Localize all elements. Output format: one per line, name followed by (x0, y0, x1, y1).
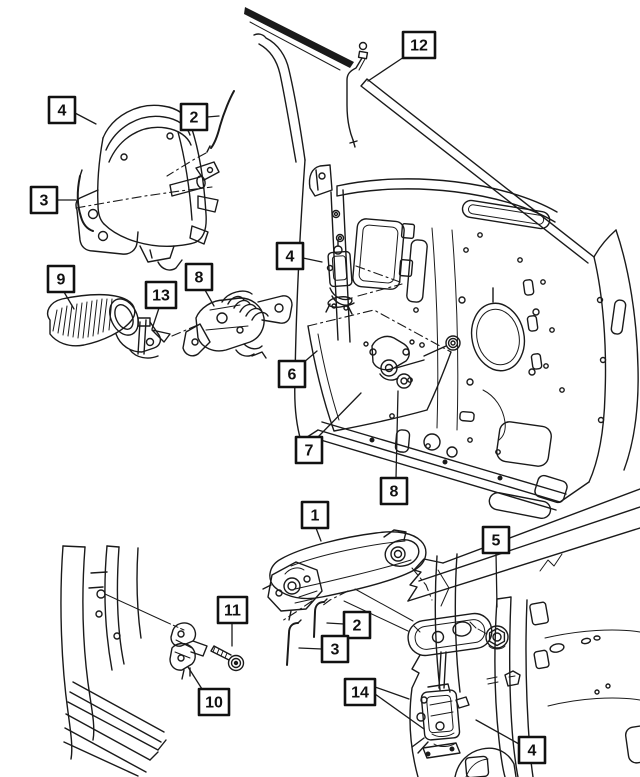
callout-box (343, 677, 377, 707)
callout-box (46, 264, 76, 294)
callout-box (197, 687, 231, 717)
callout-3: 3 (298, 634, 350, 664)
callout-4: 4 (475, 719, 547, 765)
callout-leader-line (395, 390, 399, 479)
callout-number: 6 (288, 367, 297, 384)
callout-8: 8 (379, 390, 409, 506)
callout-box (342, 610, 372, 640)
callout-leader-line (374, 686, 410, 700)
callout-number: 2 (353, 618, 362, 635)
callout-11: 11 (216, 595, 249, 647)
callout-number: 14 (351, 685, 369, 702)
callout-box (481, 525, 511, 555)
callout-leader-line (151, 307, 160, 330)
callout-5: 5 (481, 525, 511, 608)
callout-6: 6 (277, 350, 318, 389)
handle-rod-2-drawing (313, 598, 328, 638)
regulator-mechanism-drawing (363, 335, 461, 389)
callout-box (401, 30, 437, 60)
callout-box (184, 262, 214, 292)
callout-2: 2 (179, 102, 220, 132)
callout-number: 8 (390, 484, 399, 501)
callout-number: 13 (152, 288, 170, 305)
callout-3: 3 (29, 185, 77, 215)
callout-leader-line (315, 527, 322, 542)
callout-number: 8 (195, 270, 204, 287)
callout-leader-line (206, 115, 220, 118)
callout-10: 10 (187, 666, 231, 717)
lower-latch-drawing (411, 651, 470, 759)
callout-box (294, 435, 324, 465)
callout-leader-line (326, 622, 345, 625)
callout-box (517, 735, 547, 765)
callout-number: 7 (305, 443, 314, 460)
callout-box (300, 500, 330, 530)
callout-leader-line (317, 392, 362, 438)
callout-14: 14 (343, 677, 425, 730)
callout-number: 10 (205, 695, 223, 712)
small-latch-spring-drawing (182, 290, 293, 359)
callout-7: 7 (294, 392, 362, 465)
callout-number: 3 (40, 193, 49, 210)
callout-number: 11 (224, 603, 241, 620)
door-shell-drawing (244, 7, 639, 519)
callout-number: 4 (528, 743, 537, 760)
callout-number: 4 (58, 103, 67, 120)
callout-box (29, 185, 59, 215)
callout-box (320, 634, 350, 664)
door-latch-assembly-drawing (75, 104, 220, 271)
callout-leader-line (495, 552, 498, 608)
callout-box (379, 476, 409, 506)
callout-9: 9 (46, 264, 76, 310)
lock-rod-3-drawing (75, 169, 213, 232)
callout-box (275, 241, 305, 271)
callout-8: 8 (184, 262, 215, 307)
callout-number: 9 (57, 272, 66, 289)
check-bolt-drawing (210, 645, 245, 672)
callout-number: 5 (492, 533, 501, 550)
body-pillar-drawing (60, 545, 185, 777)
watershield-drawing (307, 309, 452, 432)
door-latch-installed-drawing (325, 239, 403, 315)
callout-box (144, 280, 178, 310)
door-outer-panel-drawing (407, 488, 640, 777)
callout-1: 1 (300, 500, 330, 542)
callout-number: 2 (190, 110, 199, 127)
callout-4: 4 (275, 241, 323, 271)
callout-13: 13 (144, 280, 178, 330)
callout-number: 3 (331, 642, 340, 659)
callout-leader-line (187, 666, 203, 690)
lock-button-rod-drawing (346, 41, 369, 148)
callout-leader-line (63, 291, 75, 310)
callout-box (47, 95, 77, 125)
callout-leader-line (475, 719, 520, 745)
callout-leader-line (302, 257, 323, 263)
callout-leader-line (74, 112, 97, 125)
handle-rod-3-drawing (286, 619, 302, 666)
callout-number: 1 (311, 508, 320, 525)
callout-box (179, 102, 209, 132)
callout-2: 2 (326, 610, 372, 640)
callout-4: 4 (47, 95, 97, 125)
callout-number: 4 (286, 249, 295, 266)
interior-handle-drawing (46, 293, 162, 353)
callout-12: 12 (367, 30, 437, 82)
callout-box (216, 595, 249, 625)
lock-rod-2-drawing (166, 90, 235, 177)
callout-box (277, 359, 307, 389)
callout-number: 12 (410, 38, 428, 55)
callout-leader-line (367, 56, 405, 82)
exterior-handle-drawing (262, 529, 433, 632)
door-check-drawing (169, 622, 208, 680)
callout-leader-line (204, 289, 215, 307)
callout-leader-line (298, 647, 323, 650)
callout-leader-line (374, 693, 425, 730)
